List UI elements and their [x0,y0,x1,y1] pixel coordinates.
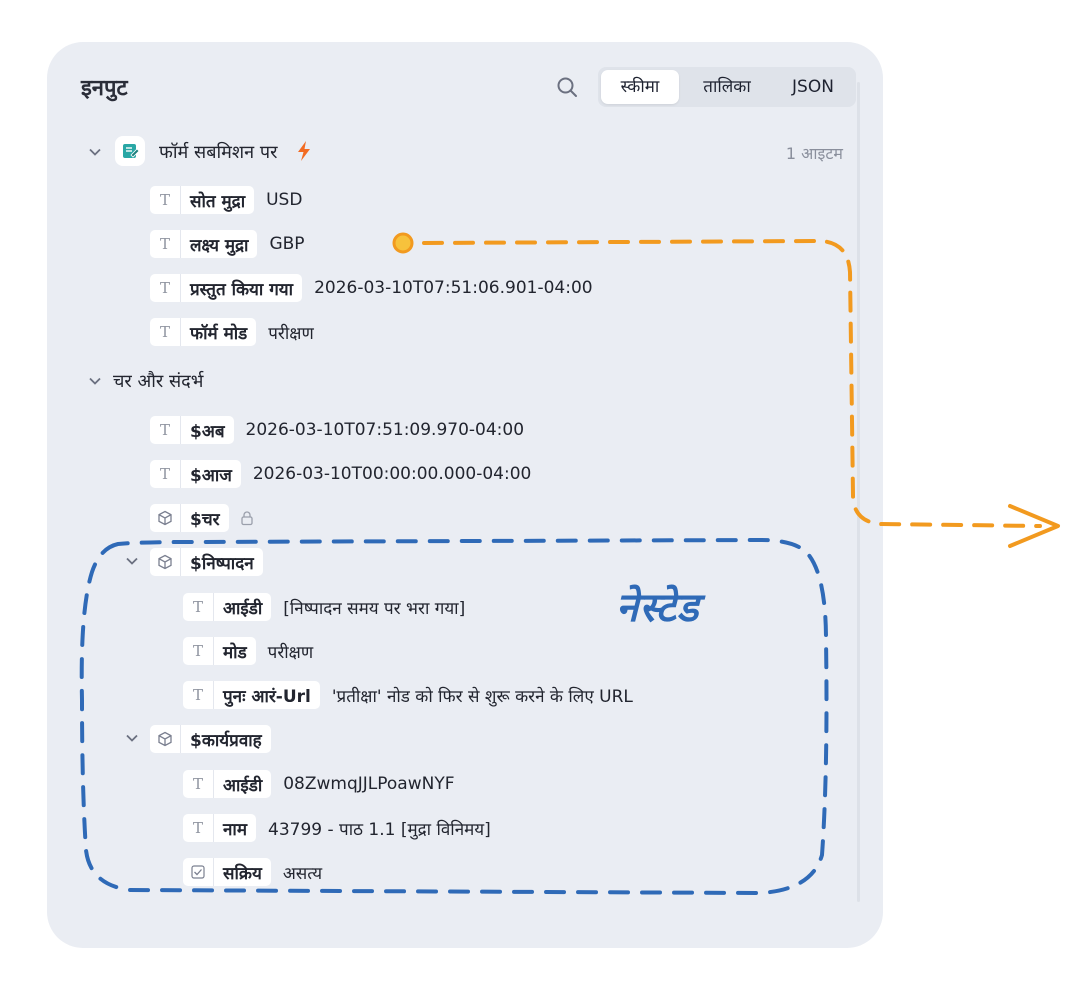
text-type-icon: T [183,814,214,842]
chevron-down-icon[interactable] [88,145,102,159]
field-value: 2026-03-10T00:00:00.000-04:00 [252,464,532,484]
field-pill[interactable]: $कार्यप्रवाह [150,725,271,753]
field-value: USD [266,190,303,210]
field-key: आईडी [223,598,263,619]
text-type-icon: T [150,230,181,258]
field-row: T $अब 2026-03-10T07:51:09.970-04:00 [150,415,524,445]
field-key: $कार्यप्रवाह [190,730,262,751]
scrollbar[interactable] [857,82,860,902]
field-row: T आईडी 08ZwmqJJLPoawNYF [183,769,455,799]
panel-title: इनपुट [81,76,128,101]
field-key: मोड [223,642,247,663]
orange-marker-dot [392,232,414,254]
search-icon[interactable] [556,76,578,98]
field-row: सक्रिय असत्य [183,857,322,887]
tab-schema[interactable]: स्कीमा [601,70,679,104]
field-key: फॉर्म मोड [190,323,248,344]
field-pill[interactable]: T आईडी [183,770,272,798]
field-key: सक्रिय [223,863,262,884]
text-type-icon: T [150,186,181,214]
field-key: आईडी [223,775,263,796]
text-type-icon: T [150,416,181,444]
input-panel: इनपुट स्कीमा तालिका JSON फॉर्म सबमिशन पर… [47,42,883,948]
field-pill[interactable]: $निष्पादन [150,548,263,576]
field-value: 2026-03-10T07:51:06.901-04:00 [314,278,593,298]
tab-json[interactable]: JSON [792,77,834,97]
field-pill[interactable]: $चर [150,504,229,532]
field-row: T मोड परीक्षण [183,636,313,666]
field-row: T सोत मुद्रा USD [150,185,302,215]
field-value: 43799 - पाठ 1.1 [मुद्रा विनिमय] [268,819,491,840]
object-row: $निष्पादन [150,547,263,577]
field-key: $निष्पादन [190,553,254,574]
field-key: $अब [190,421,225,442]
nested-annotation-label: नेस्टेड [616,585,700,631]
field-value: 2026-03-10T07:51:09.970-04:00 [245,420,525,440]
arrow-head-icon [1008,504,1060,548]
view-tabs: स्कीमा तालिका JSON [598,67,856,107]
cube-icon [150,548,181,576]
text-type-icon: T [183,637,214,665]
cube-icon [150,504,181,532]
text-type-icon: T [183,681,214,709]
field-value: GBP [269,234,305,254]
field-value: परीक्षण [268,323,314,344]
chevron-down-icon[interactable] [88,374,102,388]
text-type-icon: T [150,460,181,488]
text-type-icon: T [150,274,181,302]
field-row: T $आज 2026-03-10T00:00:00.000-04:00 [150,459,531,489]
form-trigger-icon [115,136,145,166]
checkbox-icon [183,858,214,886]
vars-context-label[interactable]: चर और संदर्भ [113,371,204,392]
chevron-down-icon[interactable] [125,554,139,568]
field-row: T पुनः आरं-Url 'प्रतीक्षा' नोड को फिर से … [183,680,633,710]
item-count: 1 आइटम [785,144,843,163]
form-submission-label[interactable]: फॉर्म सबमिशन पर [159,142,278,163]
field-key: नाम [223,819,248,840]
text-type-icon: T [150,318,181,346]
field-row: T नाम 43799 - पाठ 1.1 [मुद्रा विनिमय] [183,813,491,843]
field-value: 'प्रतीक्षा' नोड को फिर से शुरू करने के ल… [331,686,633,707]
field-key: $चर [190,509,220,530]
field-pill[interactable]: T पुनः आरं-Url [183,681,320,709]
field-pill[interactable]: T $आज [150,460,241,488]
field-row: T प्रस्तुत किया गया 2026-03-10T07:51:06.9… [150,273,593,303]
field-key: प्रस्तुत किया गया [190,279,294,300]
field-value: असत्य [282,863,323,884]
field-key: सोत मुद्रा [190,191,246,212]
orange-dashed-connector [422,238,1042,528]
object-row: $कार्यप्रवाह [150,724,271,754]
lock-icon [240,511,253,526]
field-pill[interactable]: T $अब [150,416,234,444]
field-key: लक्ष्य मुद्रा [190,235,249,256]
field-pill[interactable]: T फॉर्म मोड [150,318,257,346]
field-pill[interactable]: T आईडी [183,593,272,621]
field-value: [निष्पादन समय पर भरा गया] [283,598,466,619]
field-value: 08ZwmqJJLPoawNYF [283,774,455,794]
field-row: T लक्ष्य मुद्रा GBP [150,229,305,259]
field-pill[interactable]: T सोत मुद्रा [150,186,255,214]
cube-icon [150,725,181,753]
lightning-icon [298,141,310,161]
field-key: $आज [190,465,232,486]
field-value: परीक्षण [267,642,314,663]
chevron-down-icon[interactable] [125,731,139,745]
tab-table[interactable]: तालिका [703,77,751,97]
field-pill[interactable]: सक्रिय [183,858,271,886]
field-row: T फॉर्म मोड परीक्षण [150,317,314,347]
field-pill[interactable]: T नाम [183,814,257,842]
field-pill[interactable]: T लक्ष्य मुद्रा [150,230,258,258]
field-key: पुनः आरं-Url [223,686,311,707]
field-pill[interactable]: T प्रस्तुत किया गया [150,274,303,302]
field-row: T आईडी [निष्पादन समय पर भरा गया] [183,592,465,622]
field-row: $चर [150,503,255,533]
field-pill[interactable]: T मोड [183,637,256,665]
nested-dashed-outline [79,537,829,896]
text-type-icon: T [183,770,214,798]
text-type-icon: T [183,593,214,621]
